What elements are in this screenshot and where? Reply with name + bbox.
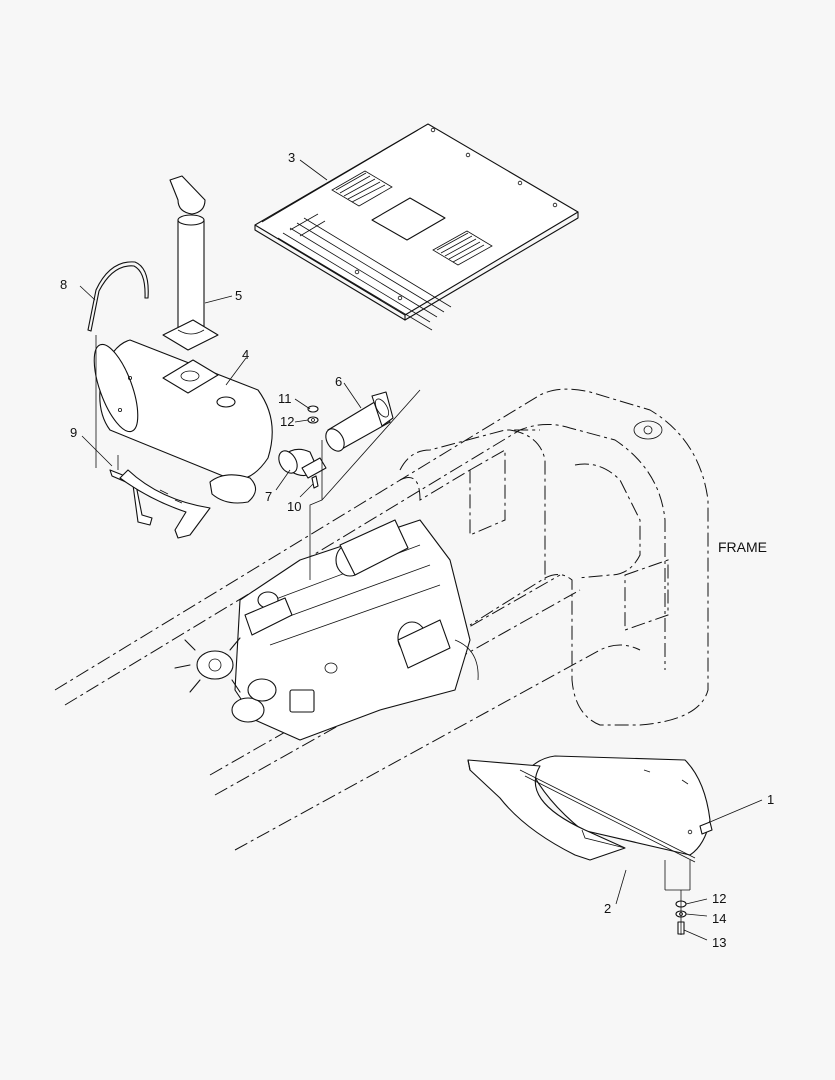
muffler-bracket <box>109 469 211 539</box>
hood-vent-grille-right <box>432 230 493 266</box>
exhaust-stack <box>162 175 219 351</box>
callout-9: 9 <box>70 425 77 440</box>
hood-panel <box>254 123 579 331</box>
callout-4: 4 <box>242 347 249 362</box>
callout-11: 11 <box>278 391 292 406</box>
engine-assembly <box>174 519 479 741</box>
callout-2: 2 <box>604 901 611 916</box>
callout-8: 8 <box>60 277 67 292</box>
clamp-fasteners <box>307 405 319 489</box>
hood-vent-grille-left <box>331 170 393 207</box>
under-guard <box>467 755 713 891</box>
callout-10: 10 <box>287 499 301 514</box>
callout-14: 14 <box>712 911 726 926</box>
exhaust-clamp <box>278 448 327 479</box>
callout-7: 7 <box>265 489 272 504</box>
callout-12-guard: 12 <box>712 891 726 906</box>
callout-13: 13 <box>712 935 726 950</box>
callout-5: 5 <box>235 288 242 303</box>
callout-1: 1 <box>767 792 774 807</box>
guard-fasteners <box>675 890 687 935</box>
exhaust-pipe <box>325 391 394 452</box>
leader-lines <box>79 159 763 941</box>
callout-6: 6 <box>335 374 342 389</box>
callout-12-clamp: 12 <box>280 414 294 429</box>
frame-label: FRAME <box>718 539 767 555</box>
callout-3: 3 <box>288 150 295 165</box>
muffler <box>93 339 273 504</box>
u-bolt-rod <box>87 261 149 332</box>
